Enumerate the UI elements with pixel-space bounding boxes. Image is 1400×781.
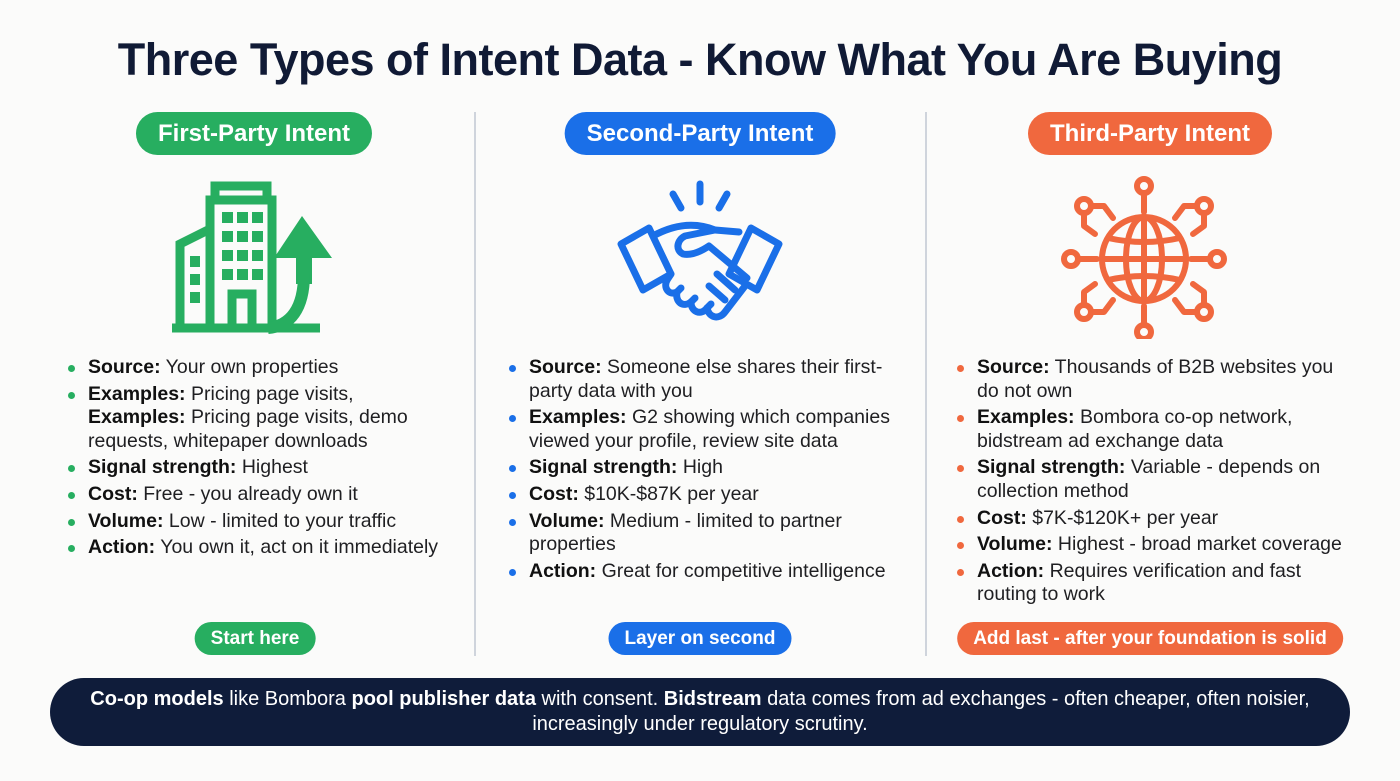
bullet-examples: Examples: Bombora co-op network, bidstre… bbox=[955, 406, 1360, 453]
second-party-header-pill: Second-Party Intent bbox=[564, 112, 836, 155]
third-party-bullet-list: Source: Thousands of B2B websites you do… bbox=[955, 356, 1360, 610]
banner-text: data comes from ad exchanges - often che… bbox=[532, 688, 1310, 735]
first-party-footer-pill: Start here bbox=[194, 622, 316, 655]
bullet-volume: Volume: Highest - broad market coverage bbox=[955, 533, 1360, 557]
third-party-footer-pill: Add last - after your foundation is soli… bbox=[957, 622, 1343, 655]
bullet-action: Action: Requires verification and fast r… bbox=[955, 560, 1360, 607]
third-party-header-pill: Third-Party Intent bbox=[1027, 112, 1273, 155]
bullet-volume: Volume: Low - limited to your traffic bbox=[66, 510, 456, 534]
bullet-examples-continued: Examples: Pricing page visits, demo requ… bbox=[88, 406, 408, 452]
column-third-party: Third-Party Intent Source: Thousands of … bbox=[940, 112, 1360, 662]
banner-bold-bidstream: Bidstream bbox=[663, 688, 762, 710]
building-growth-arrow-icon bbox=[170, 174, 340, 339]
bullet-volume: Volume: Medium - limited to partner prop… bbox=[507, 510, 907, 557]
bullet-action: Action: You own it, act on it immediatel… bbox=[66, 536, 456, 560]
globe-network-icon bbox=[1059, 174, 1229, 342]
page-title: Three Types of Intent Data - Know What Y… bbox=[117, 34, 1283, 85]
banner-bold-pool: pool publisher data bbox=[351, 688, 536, 710]
second-party-footer-pill: Layer on second bbox=[608, 622, 792, 655]
bullet-signal-strength: Signal strength: Highest bbox=[66, 456, 456, 480]
bullet-cost: Cost: $10K-$87K per year bbox=[507, 483, 907, 507]
first-party-bullet-list: Source: Your own properties Examples: Pr… bbox=[66, 356, 456, 563]
handshake-icon bbox=[615, 174, 785, 339]
first-party-header-pill: First-Party Intent bbox=[135, 112, 373, 155]
bullet-signal-strength: Signal strength: Variable - depends on c… bbox=[955, 456, 1360, 503]
column-divider bbox=[474, 112, 476, 656]
bullet-action: Action: Great for competitive intelligen… bbox=[507, 560, 907, 584]
bullet-cost: Cost: $7K-$120K+ per year bbox=[955, 507, 1360, 531]
second-party-bullet-list: Source: Someone else shares their first-… bbox=[507, 356, 907, 586]
banner-text: like Bombora bbox=[223, 688, 352, 710]
bullet-signal-strength: Signal strength: High bbox=[507, 456, 907, 480]
bullet-source: Source: Thousands of B2B websites you do… bbox=[955, 356, 1360, 403]
bullet-source: Source: Someone else shares their first-… bbox=[507, 356, 907, 403]
banner-bold-coop: Co-op models bbox=[90, 688, 224, 710]
bullet-examples: Examples: Pricing page visits, bbox=[66, 383, 456, 407]
column-divider bbox=[925, 112, 927, 656]
bullet-source: Source: Your own properties bbox=[66, 356, 456, 380]
bottom-note-banner: Co-op models like Bombora pool publisher… bbox=[50, 678, 1350, 746]
banner-text: with consent. bbox=[535, 688, 664, 710]
bullet-cost: Cost: Free - you already own it bbox=[66, 483, 456, 507]
column-second-party: Second-Party Intent Source: Someone else… bbox=[490, 112, 910, 662]
bullet-examples: Examples: G2 showing which companies vie… bbox=[507, 406, 907, 453]
column-first-party: First-Party Intent Source: Your own prop… bbox=[50, 112, 460, 662]
